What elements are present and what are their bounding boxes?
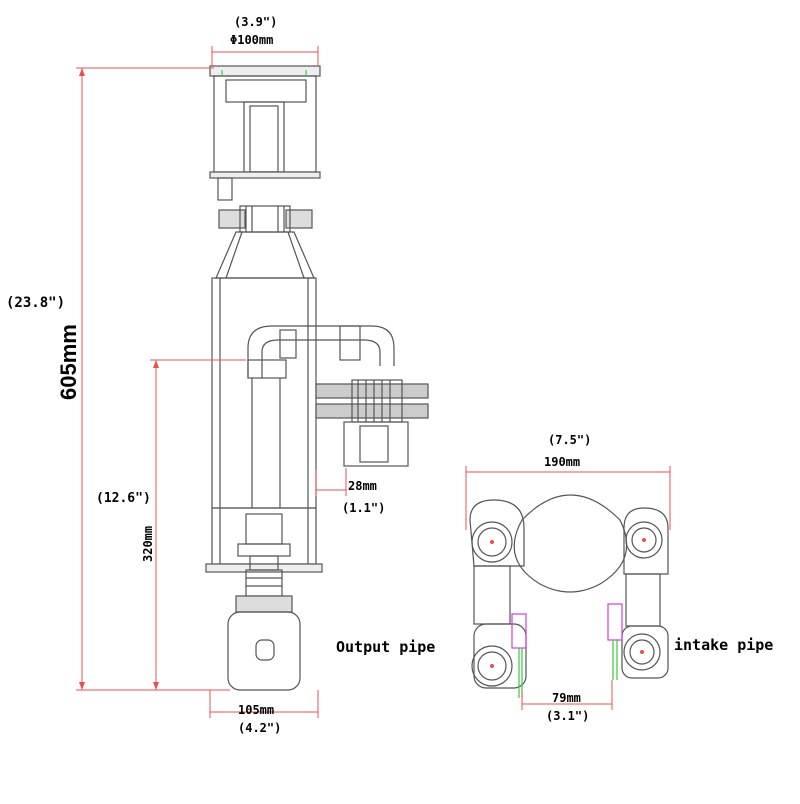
total-height-mm: 605mm [56, 324, 81, 400]
side-dimensions [76, 46, 347, 718]
collection-cup [209, 65, 321, 201]
plan-dimensions [465, 466, 671, 710]
top-width-mm: Φ100mm [230, 33, 274, 47]
output-pipe-group [469, 499, 527, 698]
plan-width-inches: (7.5") [548, 433, 592, 447]
base-width-mm: 105mm [238, 703, 275, 717]
mid-height-mm: 320mm [141, 525, 155, 562]
plan-view [469, 494, 669, 698]
pump [227, 569, 301, 691]
reaction-cone [215, 231, 315, 279]
total-height-inches: (23.8") [6, 295, 66, 311]
pipe-spacing-inches: (3.1") [546, 709, 590, 723]
plan-width-mm: 190mm [544, 455, 581, 469]
mid-height-inches: (12.6") [96, 491, 151, 506]
output-pipe-label: Output pipe [336, 638, 436, 656]
side-fitting [315, 379, 429, 467]
neck-ring [218, 205, 313, 233]
intake-pipe-group [607, 507, 669, 680]
base-width-inches: (4.2") [238, 721, 282, 735]
offset-mm: 28mm [348, 479, 377, 493]
offset-inches: (1.1") [342, 501, 386, 515]
pipe-spacing-mm: 79mm [552, 691, 581, 705]
lower-union [205, 507, 323, 573]
top-width-inches: (3.9") [234, 15, 278, 29]
side-view [205, 65, 429, 691]
intake-pipe-label: intake pipe [674, 636, 774, 654]
main-body [211, 277, 395, 509]
